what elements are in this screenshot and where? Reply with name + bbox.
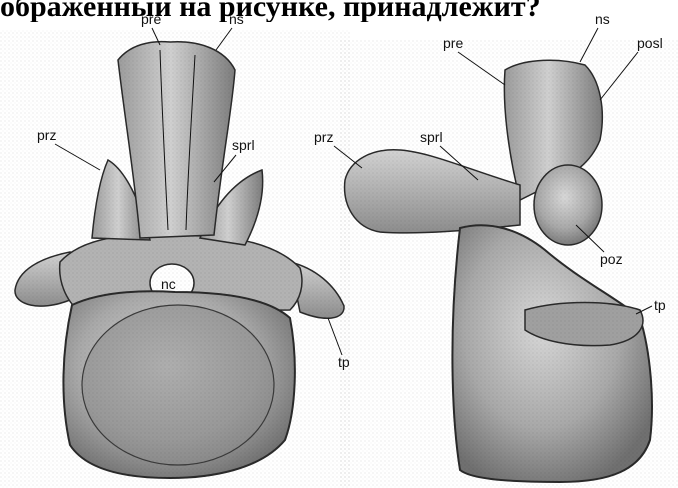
right-label-tp: tp [654,297,666,313]
left-label-ns: ns [229,11,244,27]
right-label-ns: ns [595,11,610,27]
left-label-prz: prz [37,127,56,143]
left-label-sprl: sprl [232,137,255,153]
right-label-sprl: sprl [420,129,443,145]
right-vertebra [340,40,678,488]
right-label-pre: pre [443,35,463,51]
left-label-nc: nc [161,276,176,292]
right-grain-texture [340,40,678,488]
left-vertebra [0,30,350,488]
left-grain-texture [0,30,350,488]
right-label-poz: poz [600,251,623,267]
right-label-posl: posl [637,35,663,51]
left-label-pre: pre [141,11,161,27]
right-label-prz: prz [314,129,333,145]
